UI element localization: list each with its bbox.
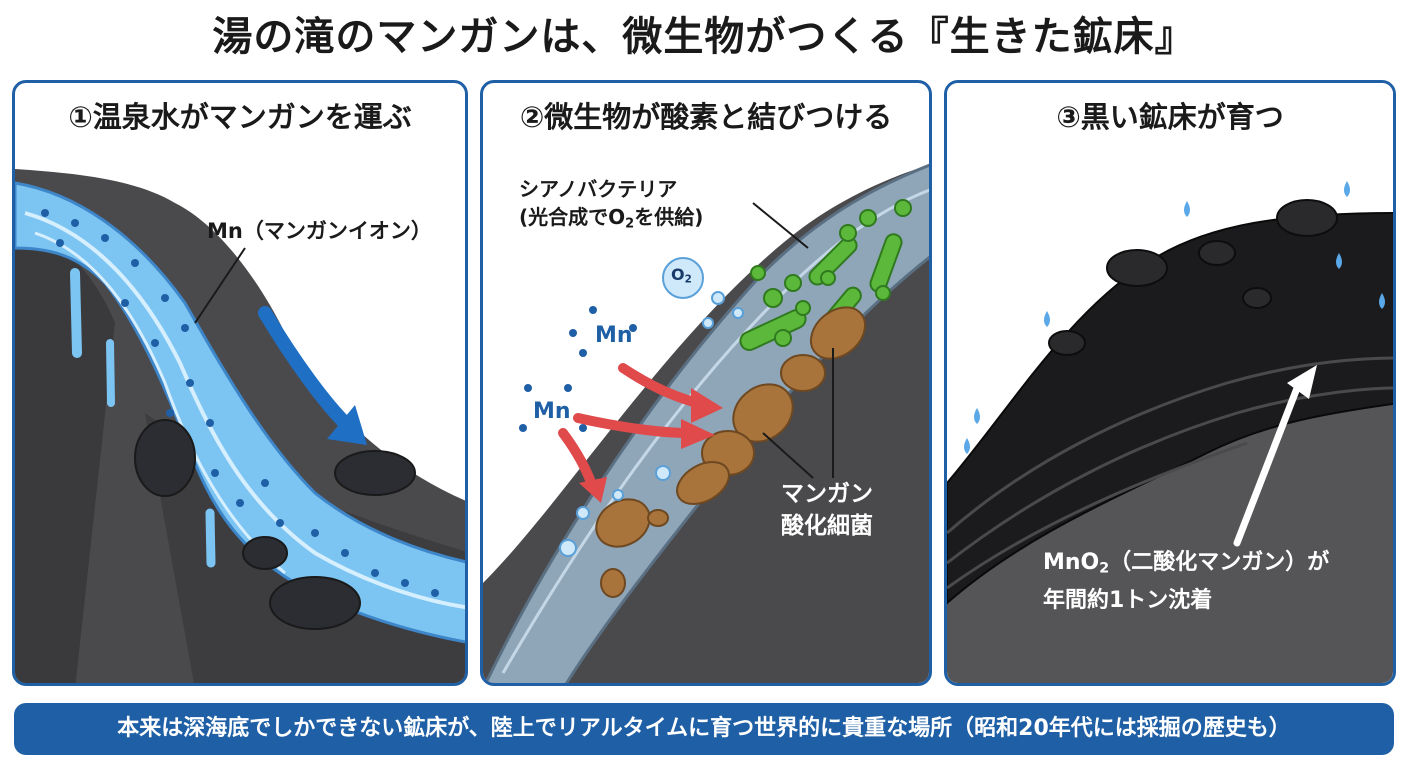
deposit-illustration <box>947 83 1393 683</box>
mn-label-1: Mn <box>595 323 633 348</box>
panel-title: ①温泉水がマンガンを運ぶ <box>68 100 412 134</box>
panel-title: ②微生物が酸素と結びつける <box>519 100 893 134</box>
footer-banner: 本来は深海底でしかできない鉱床が、陸上でリアルタイムに育つ世界的に貴重な場所（昭… <box>14 703 1394 755</box>
oxygen-bubble-label: O2 <box>671 265 692 286</box>
microbe-illustration <box>483 163 929 683</box>
mn-label-2: Mn <box>533 399 571 424</box>
cyanobacteria-label: シアノバクテリア (光合成でO2を供給) <box>519 175 703 238</box>
panel-hot-spring-water: ①温泉水がマンガンを運ぶ <box>12 80 468 686</box>
page-title: 湯の滝のマンガンは、微生物がつくる『生きた鉱床』 <box>212 14 1196 60</box>
panel-title: ③黒い鉱床が育つ <box>1056 100 1284 134</box>
mno2-deposit-label: MnO2（二酸化マンガン）が 年間約1トン沈着 <box>1043 550 1330 613</box>
panel-black-deposit: ③黒い鉱床が育つ MnO2（二酸化マンガン）が <box>944 80 1396 686</box>
manganese-ion-label: Mn（マンガンイオン） <box>207 219 432 243</box>
manganese-oxidizing-bacteria-label: マンガン 酸化細菌 <box>781 481 873 539</box>
panel-microbes: ②微生物が酸素と結びつける <box>480 80 932 686</box>
cyanobacteria-note: (光合成でO2を供給) <box>519 205 704 232</box>
cyanobacteria-name: シアノバクテリア <box>519 177 678 201</box>
waterfall-illustration <box>15 169 465 683</box>
